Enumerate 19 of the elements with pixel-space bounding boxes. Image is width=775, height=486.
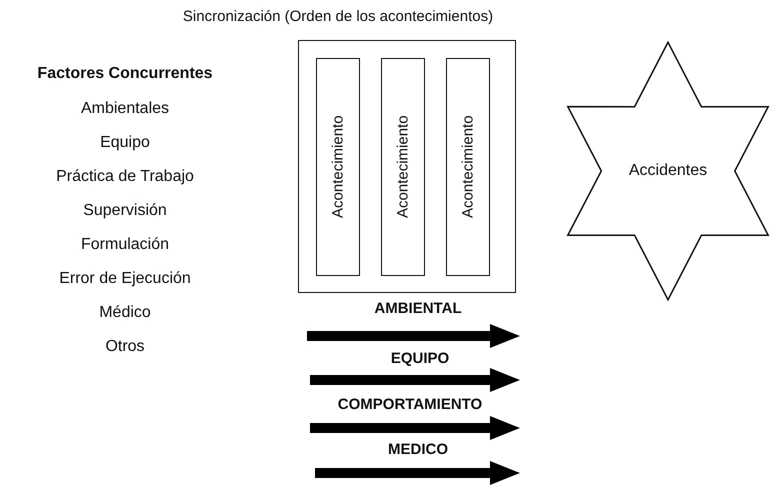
list-heading: Factores Concurrentes bbox=[37, 65, 213, 83]
factor-item: Error de Ejecución bbox=[59, 270, 191, 288]
arrow-label: COMPORTAMIENTO bbox=[338, 396, 482, 413]
star-label: Accidentes bbox=[628, 162, 708, 180]
frame-box bbox=[298, 40, 516, 293]
event-box: Acontecimiento bbox=[316, 58, 360, 276]
factor-item: Formulación bbox=[80, 236, 170, 254]
factor-item: Supervisión bbox=[83, 202, 167, 220]
event-box: Acontecimiento bbox=[446, 58, 490, 276]
arrow-label: MEDICO bbox=[388, 441, 448, 458]
factor-item: Otros bbox=[105, 338, 145, 356]
arrow-label: AMBIENTAL bbox=[374, 300, 462, 317]
factor-item: Ambientales bbox=[80, 100, 170, 118]
arrow-label: EQUIPO bbox=[390, 350, 450, 367]
factor-item: Equipo bbox=[100, 134, 150, 152]
factor-item: Práctica de Trabajo bbox=[56, 168, 194, 186]
diagram-title: Sincronización (Orden de los acontecimientos) bbox=[182, 8, 494, 25]
factor-item: Médico bbox=[99, 304, 151, 322]
event-box: Acontecimiento bbox=[381, 58, 425, 276]
